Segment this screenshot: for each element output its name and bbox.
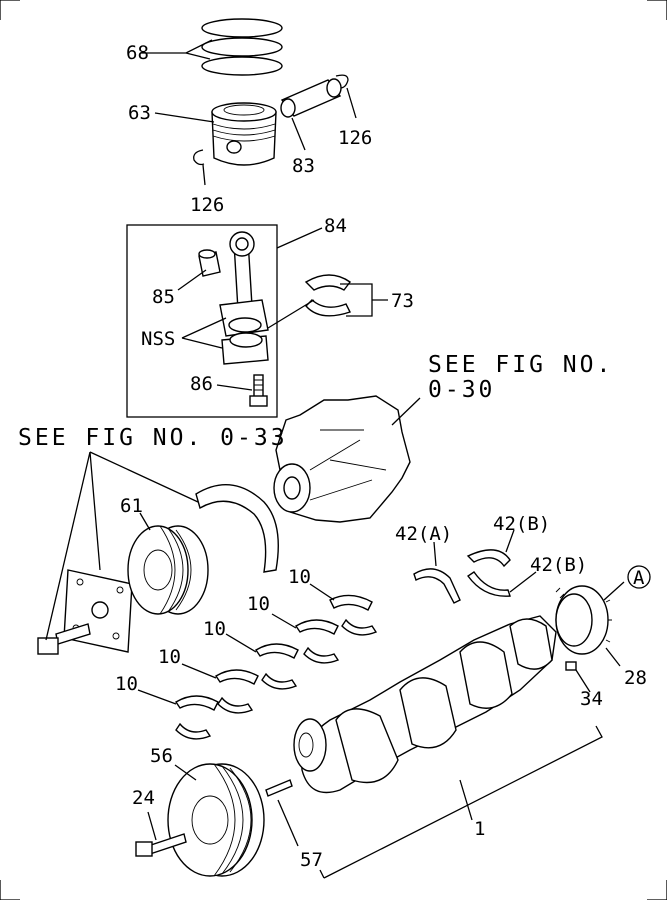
callout-ref-a: A [633, 567, 645, 589]
thrust-washers [413, 529, 537, 604]
main-bearings [137, 583, 378, 740]
callout-73: 73 [391, 290, 414, 312]
piston-pin [280, 78, 342, 151]
crankshaft [293, 615, 603, 879]
crank-pulley-56 [135, 763, 299, 877]
callout-57: 57 [300, 849, 323, 871]
callout-126-left: 126 [190, 194, 224, 216]
callout-61: 61 [120, 495, 143, 517]
front-plate [37, 451, 199, 655]
callout-83: 83 [292, 155, 315, 177]
callout-42b-upper: 42(B) [493, 513, 550, 535]
callout-10-4: 10 [158, 646, 181, 668]
callout-63: 63 [128, 102, 151, 124]
crank-pulley-61 [127, 512, 209, 615]
callout-42b-lower: 42(B) [530, 554, 587, 576]
callout-24: 24 [132, 787, 155, 809]
callout-56: 56 [150, 745, 173, 767]
conrod-bearings [267, 274, 388, 329]
callout-10-1: 10 [288, 566, 311, 588]
piston [154, 102, 277, 166]
callout-nss: NSS [141, 328, 175, 350]
callout-68: 68 [126, 42, 149, 64]
callout-42a: 42(A) [395, 523, 452, 545]
callout-1: 1 [474, 818, 485, 840]
timing-gear [555, 565, 651, 667]
callout-10-2: 10 [247, 593, 270, 615]
front-seal-gasket [195, 484, 279, 573]
callout-34: 34 [580, 688, 603, 710]
water-pump [273, 395, 421, 523]
piston-pin-clips [193, 74, 357, 186]
callout-10-5: 10 [115, 673, 138, 695]
ref-fig-033: SEE FIG NO. 0-33 [18, 425, 288, 451]
piston-rings [140, 18, 283, 76]
callout-28: 28 [624, 667, 647, 689]
callout-85: 85 [152, 286, 175, 308]
ref-fig-030-line2: 0-30 [428, 377, 495, 403]
callout-84: 84 [324, 215, 347, 237]
callout-10-3: 10 [203, 618, 226, 640]
callout-86: 86 [190, 373, 213, 395]
connecting-rod-group [126, 224, 323, 418]
ref-fig-030-line1: SEE FIG NO. [428, 352, 613, 378]
callout-126-right: 126 [338, 127, 372, 149]
